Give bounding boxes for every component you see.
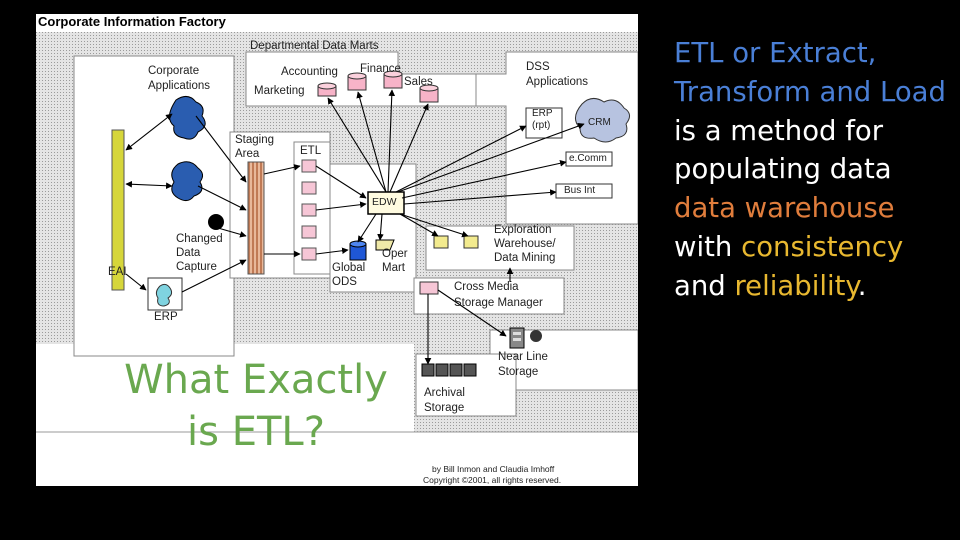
label-sales: Sales <box>404 76 433 88</box>
label-storage-manager: Storage Manager <box>454 297 543 309</box>
label-erp-rpt-1: ERP <box>532 108 553 119</box>
label-finance: Finance <box>360 63 401 75</box>
text-data-warehouse: data warehouse <box>674 192 895 225</box>
archival-tapes <box>421 363 477 377</box>
label-cross-media: Cross Media <box>454 281 519 293</box>
cif-diagram <box>36 32 638 433</box>
text-reliability: reliability <box>734 269 858 302</box>
label-eai: EAI <box>108 266 127 278</box>
near-line-icons <box>509 327 542 349</box>
label-exploration-warehouse: Warehouse/ <box>494 238 556 250</box>
label-departmental-data-marts: Departmental Data Marts <box>250 40 379 52</box>
label-erp-rpt-2: (rpt) <box>532 120 551 131</box>
cross-media-box <box>413 277 565 315</box>
headline-line-2: is ETL? <box>187 409 325 455</box>
data-mart-cylinders <box>317 70 439 103</box>
text-etl-term: ETL or Extract, Transform and Load <box>674 37 946 108</box>
text-populating-data: data <box>829 153 892 186</box>
text-with: with <box>674 230 742 263</box>
erp-icon <box>155 283 173 307</box>
erp-rpt-box <box>525 107 563 139</box>
label-global-ods: ODS <box>332 276 357 288</box>
exploration-box <box>425 225 575 271</box>
text-and: and <box>674 269 735 302</box>
label-changed-data: Data <box>176 247 201 259</box>
label-global: Global <box>332 262 366 274</box>
label-staging: Staging <box>235 134 275 146</box>
label-oper-mart: Mart <box>382 262 405 274</box>
label-changed-data-capture: Capture <box>176 261 217 273</box>
label-near-line: Near Line <box>498 351 548 363</box>
text-is-method: is a method for populating <box>674 114 884 186</box>
global-ods-box <box>329 163 417 293</box>
eai-bar <box>111 129 125 291</box>
oper-mart-shape <box>375 239 395 251</box>
label-edw: EDW <box>372 196 397 208</box>
slide-headline: What Exactly is ETL? <box>76 354 436 458</box>
label-dss: DSS <box>526 61 550 73</box>
global-ods-cylinder <box>349 240 367 261</box>
crm-cloud <box>575 98 630 143</box>
label-corporate-applications: Applications <box>148 80 211 92</box>
label-dss-applications: Applications <box>526 76 589 88</box>
label-archival: Archival <box>424 387 465 399</box>
exploration-folder-1 <box>433 235 449 249</box>
label-marketing: Marketing <box>254 85 305 97</box>
figure-title: Corporate Information Factory <box>38 14 226 29</box>
label-erp: ERP <box>154 311 178 323</box>
cross-media-icon <box>419 281 439 295</box>
data-flow-arrows <box>125 89 585 365</box>
label-accounting: Accounting <box>281 66 338 78</box>
label-etl: ETL <box>300 145 322 157</box>
exploration-folder-2 <box>463 235 479 249</box>
label-near-line-storage: Storage <box>498 366 539 378</box>
label-bus-int: Bus Int <box>564 185 596 196</box>
label-exploration: Exploration <box>494 224 552 236</box>
text-consistency: consistency <box>741 230 904 263</box>
credit-authors: by Bill Inmon and Claudia Imhoff <box>432 464 555 474</box>
headline-line-1: What Exactly <box>124 357 388 403</box>
ecomm-box <box>565 151 613 167</box>
text-period: . <box>857 269 867 302</box>
credit-copyright: Copyright ©2001, all rights reserved. <box>423 475 562 485</box>
staging-area-bar <box>247 161 265 275</box>
changed-data-capture-icon <box>208 214 224 230</box>
label-archival-storage: Storage <box>424 402 465 414</box>
label-staging-area: Area <box>235 148 260 160</box>
etl-definition-text: ETL or Extract, Transform and Load is a … <box>674 34 954 306</box>
cif-diagram-figure: Corporate Information Factory Department… <box>36 14 638 486</box>
corp-app-blob-2 <box>171 161 204 202</box>
label-crm: CRM <box>588 117 611 128</box>
label-corporate: Corporate <box>148 65 200 77</box>
corp-app-blob-1 <box>169 96 206 140</box>
label-changed: Changed <box>176 233 223 245</box>
label-oper: Oper <box>382 248 408 260</box>
label-ecomm: e.Comm <box>569 153 607 164</box>
label-data-mining: Data Mining <box>494 252 556 264</box>
